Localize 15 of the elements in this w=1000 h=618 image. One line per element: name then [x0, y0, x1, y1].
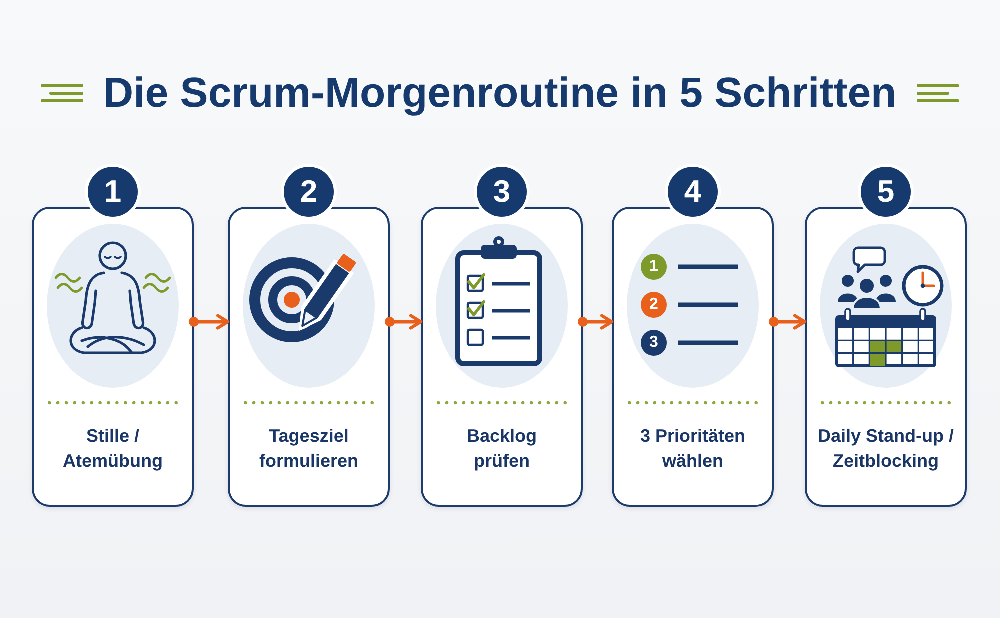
step-label: Backlog prüfen: [466, 425, 538, 473]
step-label: Tagesziel formulieren: [258, 425, 360, 473]
step-number-badge: 1: [88, 167, 138, 217]
step-number-badge: 2: [284, 167, 334, 217]
arrow: [385, 314, 423, 330]
step-label: Daily Stand-up / Zeitblocking: [816, 425, 955, 473]
step-label: 3 Prioritäten wählen: [639, 425, 747, 473]
step-label: Stille / Atemübung: [62, 425, 164, 473]
step-number-badge: 3: [477, 167, 527, 217]
step-number-badge: 4: [668, 167, 718, 217]
step-number-badge: 5: [861, 167, 911, 217]
arrow: [578, 314, 614, 330]
title: Die Scrum-Morgenroutine in 5 Schritten: [103, 68, 897, 118]
arrow: [769, 314, 807, 330]
arrow: [189, 314, 230, 330]
